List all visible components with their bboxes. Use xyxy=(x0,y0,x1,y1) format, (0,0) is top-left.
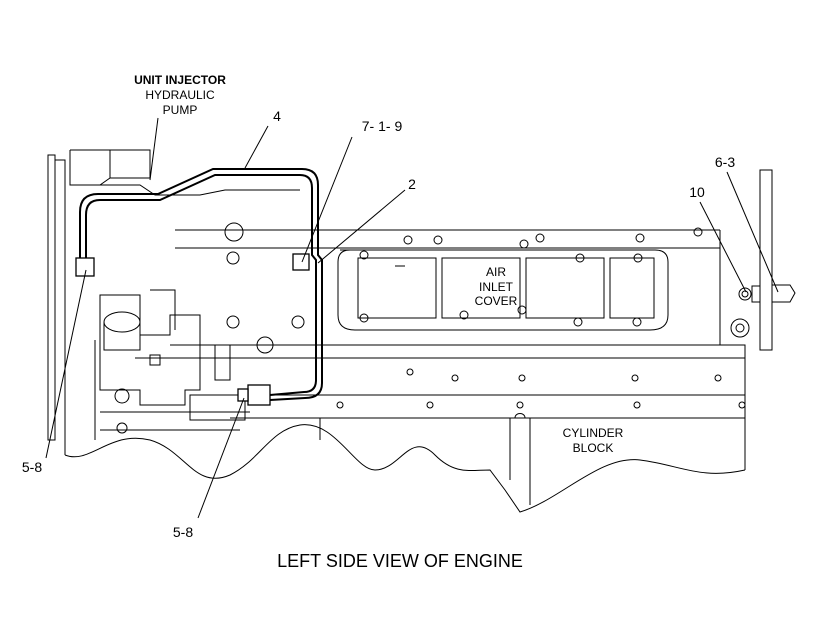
pump-label-line-3: PUMP xyxy=(163,103,198,117)
air-inlet-cover-label-line-1: AIR xyxy=(486,265,506,279)
rear-fitting xyxy=(751,169,796,351)
hydraulic-tube xyxy=(79,168,323,401)
callout-6-3: 6-3 xyxy=(715,154,735,170)
callout-2: 2 xyxy=(408,176,416,192)
callout-4: 4 xyxy=(273,108,281,124)
pump-body xyxy=(99,289,246,421)
bolts xyxy=(114,222,752,434)
callout-10: 10 xyxy=(689,184,705,200)
engine-outline xyxy=(47,149,746,513)
cylinder-block-label-line-2: BLOCK xyxy=(573,441,614,455)
air-inlet-cover-label-line-2: INLET xyxy=(479,280,514,294)
callout-5-8-left: 5-8 xyxy=(22,459,42,475)
diagram-caption: LEFT SIDE VIEW OF ENGINE xyxy=(277,551,523,571)
pump-label-line-2: HYDRAULIC xyxy=(145,88,215,102)
air-inlet-cover xyxy=(337,249,669,331)
pump-label-line-1: UNIT INJECTOR xyxy=(134,73,226,87)
tube-fittings xyxy=(75,253,310,406)
cylinder-block-label-line-1: CYLINDER xyxy=(563,426,624,440)
air-inlet-cover-label-line-3: COVER xyxy=(475,294,518,308)
leader-lines xyxy=(45,117,779,519)
callout-5-8-bottom: 5-8 xyxy=(173,524,193,540)
callout-7-1-9: 7- 1- 9 xyxy=(362,118,403,134)
